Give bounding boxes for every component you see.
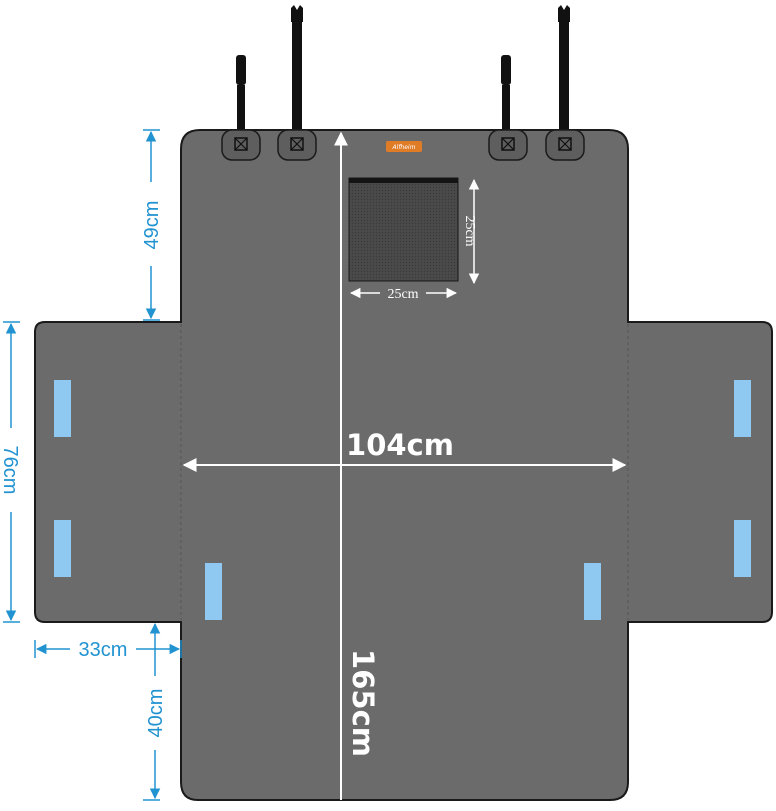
flap-height-label: 76cm [0, 446, 21, 495]
white-dimension-lines [182, 131, 627, 800]
headrest-straps [236, 5, 570, 140]
buckle-icon [488, 129, 528, 161]
top-height-label: 49cm [141, 201, 163, 250]
mesh-pocket [348, 177, 459, 282]
velcro-strip-icon [205, 563, 222, 620]
pocket-width-label: 25cm [387, 287, 418, 302]
blue-dimension-lines [3, 129, 182, 801]
velcro-strip-icon [734, 520, 751, 577]
headrest-strap-icon [558, 5, 570, 140]
length-label: 165cm [346, 649, 380, 757]
brand-badge: Alfheim [386, 141, 422, 152]
velcro-strip-icon [584, 563, 601, 620]
buckle-icon [545, 129, 585, 161]
headrest-strap-icon [291, 5, 303, 140]
seam-lines [180, 324, 629, 620]
pocket-height-label: 25cm [462, 215, 477, 246]
width-label: 104cm [346, 428, 454, 462]
flap-width-label: 33cm [79, 639, 128, 661]
velcro-strip-icon [54, 520, 71, 577]
velcro-strip-icon [734, 380, 751, 437]
bottom-height-label: 40cm [145, 689, 167, 738]
velcro-strip-icon [54, 380, 71, 437]
buckle-icon [277, 129, 317, 161]
velcro-strips [54, 380, 751, 620]
headrest-strap-icon [501, 55, 511, 140]
buckle-anchors [221, 129, 585, 161]
headrest-strap-icon [236, 55, 246, 140]
buckle-icon [221, 129, 261, 161]
brand-label: Alfheim [392, 144, 416, 151]
